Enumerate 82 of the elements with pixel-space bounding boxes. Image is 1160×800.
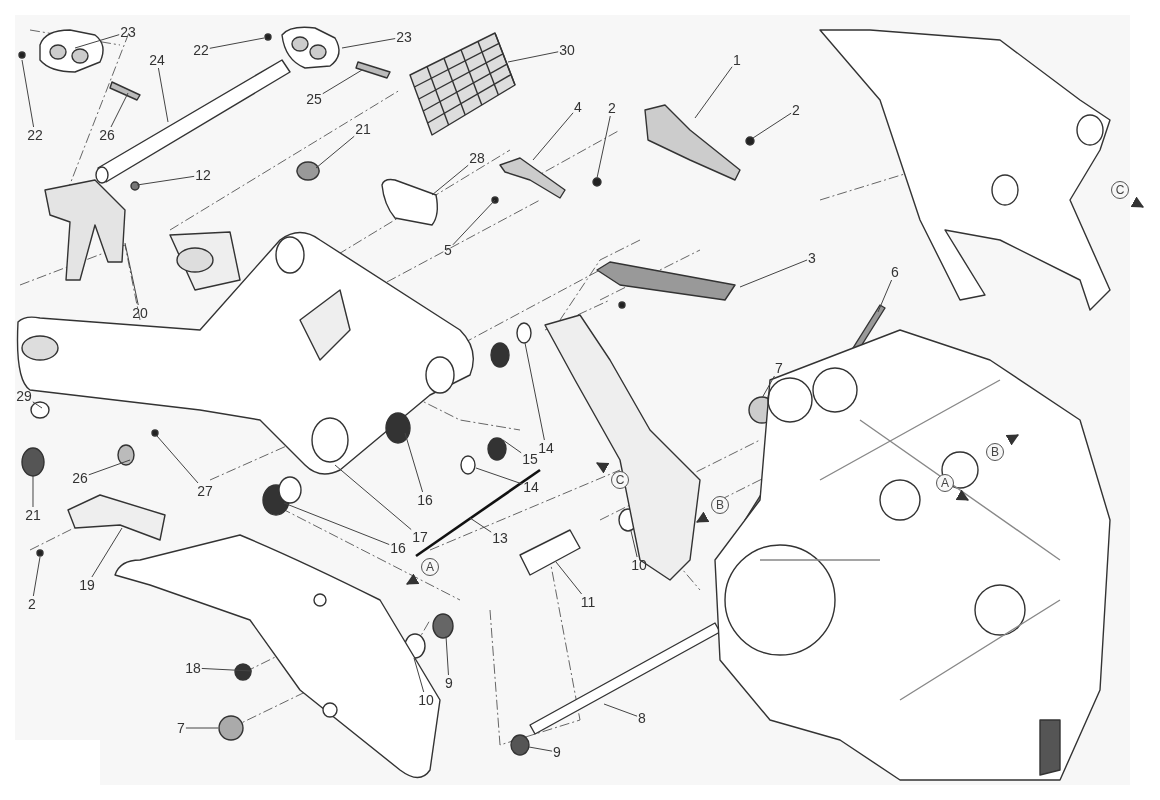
leader-line — [341, 38, 396, 49]
callout-number: 16 — [389, 540, 407, 556]
callout-number: 14 — [522, 479, 540, 495]
leader-line — [32, 475, 34, 508]
leader-line — [694, 66, 733, 119]
leader-line — [32, 401, 43, 409]
leader-line — [124, 242, 139, 306]
callout-number: 24 — [148, 52, 166, 68]
leader-line — [528, 746, 553, 752]
leader-line — [475, 467, 523, 485]
callout-number: 19 — [78, 577, 96, 593]
callout-number: 22 — [26, 127, 44, 143]
callout-number: 16 — [416, 492, 434, 508]
leader-line — [507, 51, 559, 63]
leader-line — [445, 635, 449, 676]
leader-line — [413, 657, 425, 693]
leader-line — [603, 703, 638, 717]
callout-number: 13 — [491, 530, 509, 546]
leader-line — [502, 439, 522, 454]
leader-line — [21, 59, 35, 128]
callout-number: 10 — [417, 692, 435, 708]
leader-line — [739, 259, 808, 288]
leader-line — [74, 34, 120, 49]
leader-line — [110, 92, 129, 128]
leader-line — [532, 112, 574, 161]
leader-line — [283, 502, 390, 546]
callout-number: 2 — [791, 102, 801, 118]
callout-number: 6 — [890, 264, 900, 280]
callout-number: 2 — [27, 596, 37, 612]
leader-line — [630, 530, 638, 558]
leader-line — [88, 459, 131, 476]
callout-number: 25 — [305, 91, 323, 107]
leader-line — [404, 432, 424, 493]
callout-number: 12 — [194, 167, 212, 183]
callout-number: 27 — [196, 483, 214, 499]
leader-line — [91, 527, 123, 578]
callout-number: 21 — [354, 121, 372, 137]
leader-line — [157, 67, 169, 123]
leader-line — [156, 435, 199, 484]
leader-line — [185, 727, 219, 729]
callout-number: 29 — [15, 388, 33, 404]
leader-line — [752, 112, 792, 139]
callout-number: 23 — [395, 29, 413, 45]
leader-line — [596, 115, 611, 179]
leader-line — [201, 667, 253, 672]
callout-number: 30 — [558, 42, 576, 58]
callout-number: 26 — [71, 470, 89, 486]
leader-line — [524, 342, 545, 441]
leader-line — [32, 556, 41, 597]
leader-line — [877, 279, 893, 313]
leader-line — [322, 69, 363, 95]
leader-line — [136, 175, 195, 186]
callout-number: 8 — [637, 710, 647, 726]
leader-line — [315, 135, 355, 169]
callout-number: 9 — [444, 675, 454, 691]
leader-line — [334, 464, 412, 531]
callout-number: 22 — [192, 42, 210, 58]
callout-number: 17 — [411, 529, 429, 545]
callout-number: 15 — [521, 451, 539, 467]
callout-number: 10 — [630, 557, 648, 573]
callout-number: 7 — [176, 720, 186, 736]
leader-line — [209, 37, 265, 49]
callout-number: 18 — [184, 660, 202, 676]
callout-number: 14 — [537, 440, 555, 456]
leader-line — [452, 199, 496, 246]
callout-number: 21 — [24, 507, 42, 523]
callout-number: 3 — [807, 250, 817, 266]
callout-number: 5 — [443, 242, 453, 258]
callout-number: 23 — [119, 24, 137, 40]
leader-line — [555, 561, 583, 595]
callout-number: 1 — [732, 52, 742, 68]
callout-number: 7 — [774, 360, 784, 376]
leader-line — [431, 164, 469, 196]
callout-number: 11 — [579, 594, 597, 610]
leader-line — [761, 375, 775, 399]
callout-number: 2 — [607, 100, 617, 116]
callout-number: 26 — [98, 127, 116, 143]
callout-number: 4 — [573, 99, 583, 115]
callout-number: 28 — [468, 150, 486, 166]
leader-line — [469, 517, 492, 533]
callout-number: 20 — [131, 305, 149, 321]
callout-number: 9 — [552, 744, 562, 760]
